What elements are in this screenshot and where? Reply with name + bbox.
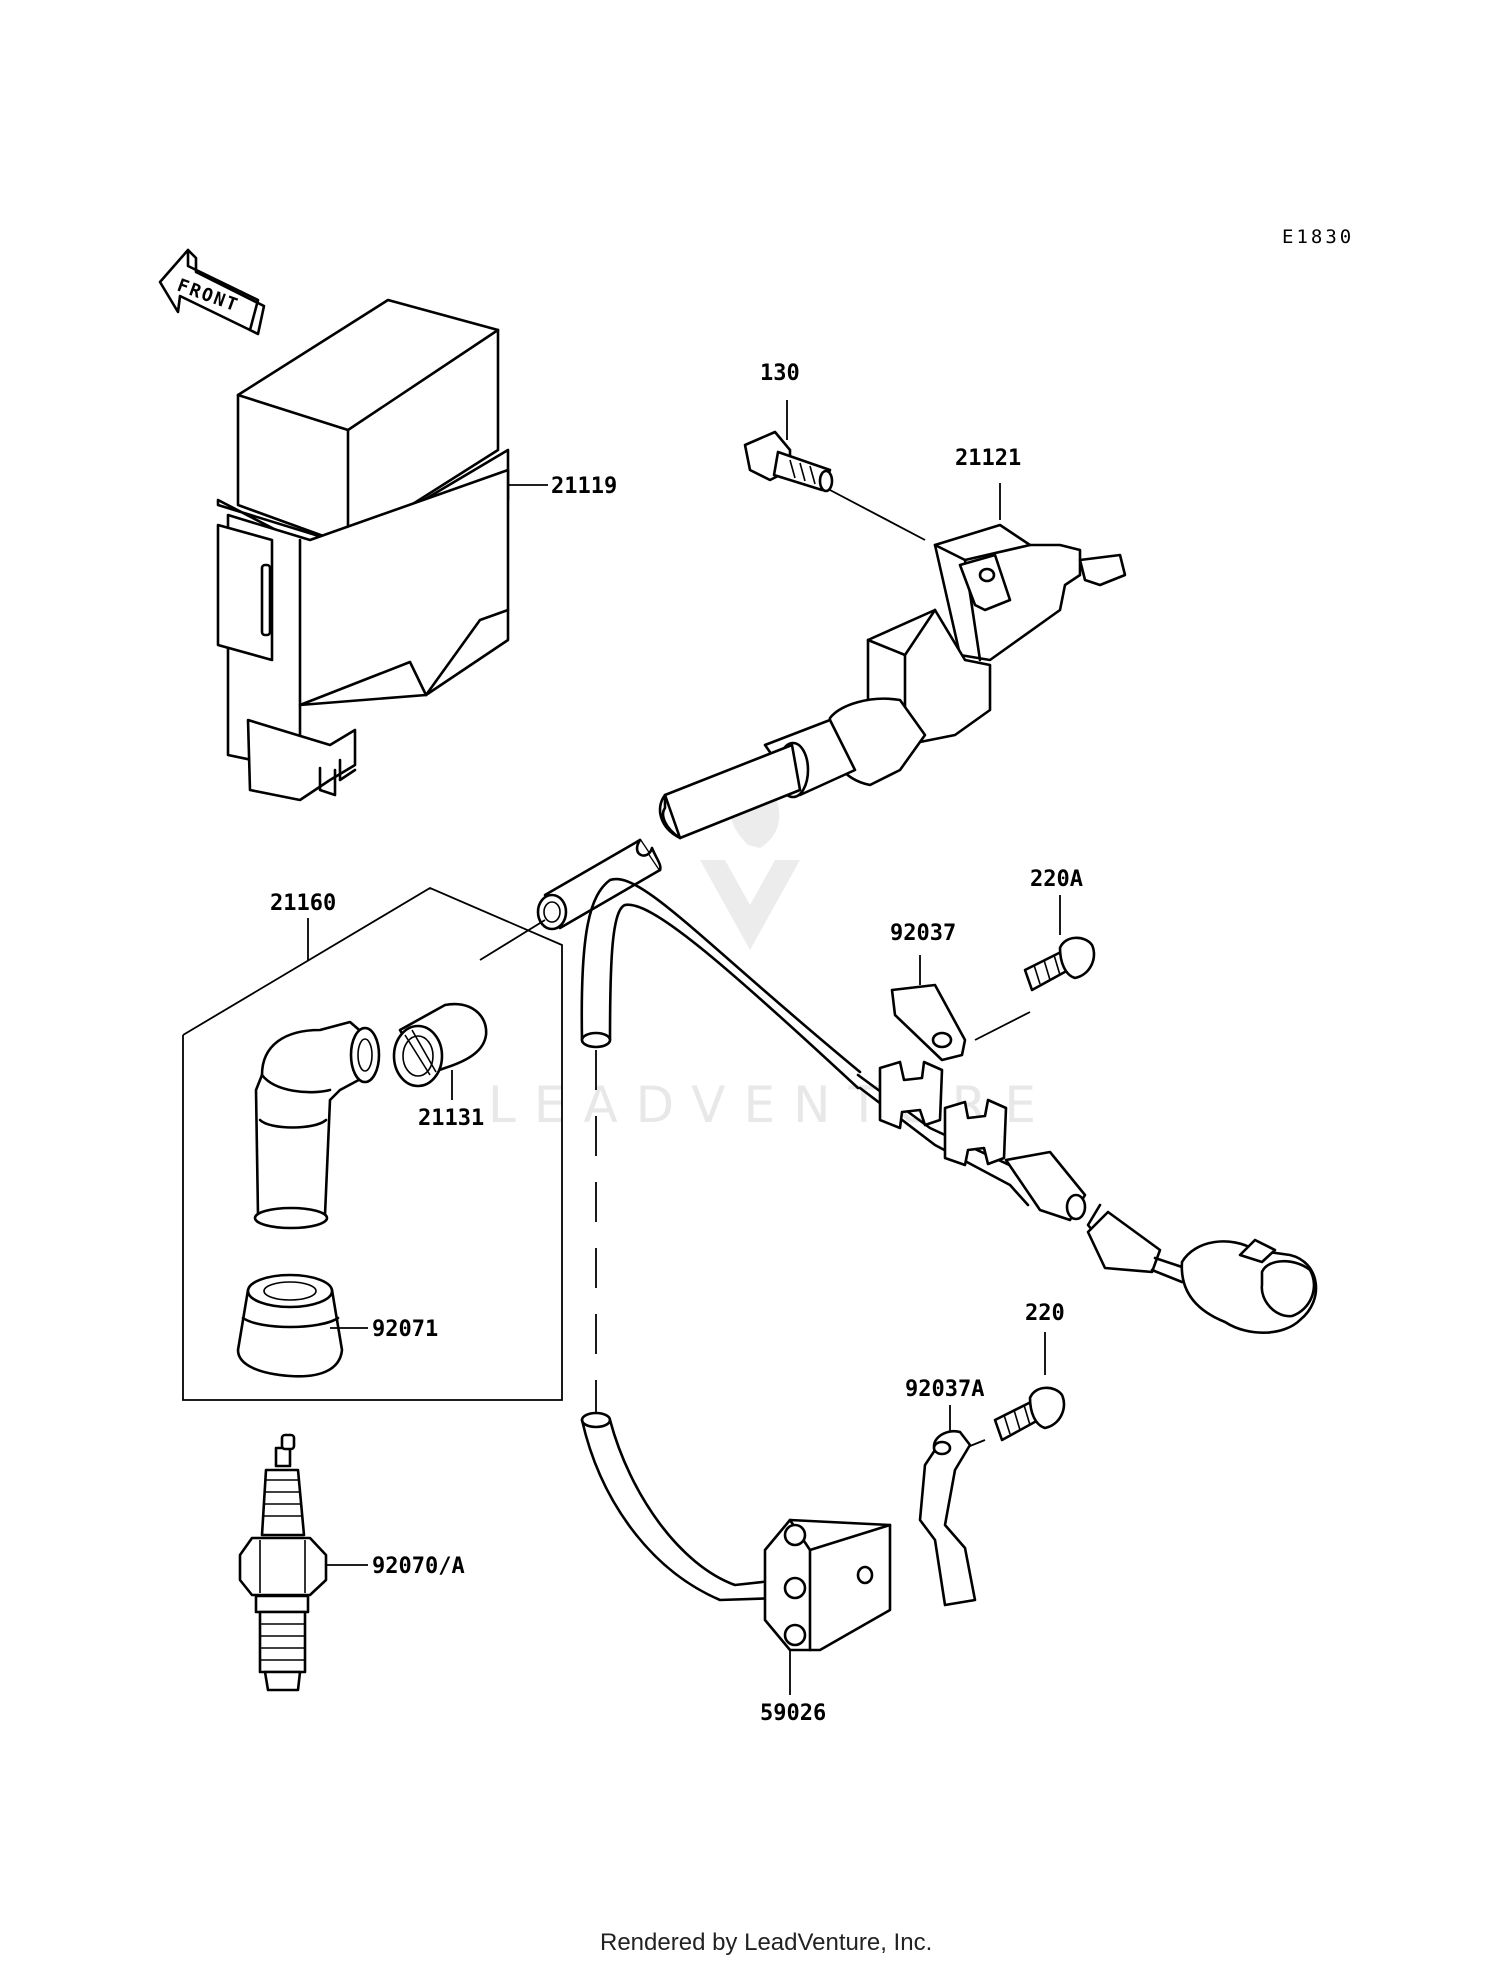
front-arrow-icon: FRONT — [158, 248, 266, 336]
diagram-code: E1830 — [1282, 226, 1354, 248]
pickup-harness-part — [580, 877, 1318, 1334]
cap-seal-part — [392, 1002, 488, 1100]
ignition-coil-part — [658, 483, 1127, 840]
clamp-part — [890, 955, 1031, 1062]
plug-cap-assembly-box — [182, 886, 563, 1401]
plug-cap-part — [253, 1020, 381, 1230]
screw-part — [1023, 895, 1096, 992]
watermark: LEADVENTURE — [488, 770, 1036, 1134]
plug-cap-assembly-part-number: 21160 — [270, 891, 336, 916]
pickup-coil-part — [580, 1411, 892, 1695]
ecu-part — [216, 298, 548, 802]
screw-lower-part-number: 220 — [1025, 1301, 1065, 1326]
cap-cover-part-number: 92071 — [372, 1317, 438, 1342]
ignition-coil-part-number: 21121 — [955, 446, 1021, 471]
bolt-part-number: 130 — [760, 361, 800, 386]
spark-plug-part-number: 92070/A — [372, 1554, 465, 1579]
spark-plug-part — [238, 1433, 368, 1692]
clamp-lower-part — [918, 1405, 986, 1607]
cap-cover-part — [236, 1273, 368, 1378]
clamp-lower-part-number: 92037A — [905, 1377, 984, 1402]
ht-lead-part — [479, 838, 662, 961]
ecu-part-number: 21119 — [551, 474, 617, 499]
screw-lower-part — [993, 1332, 1066, 1442]
screw-part-number: 220A — [1030, 867, 1083, 892]
bolt-part — [743, 400, 926, 541]
pickup-coil-part-number: 59026 — [760, 1701, 826, 1726]
footer-credit: Rendered by LeadVenture, Inc. — [600, 1929, 932, 1956]
clamp-part-number: 92037 — [890, 921, 956, 946]
cap-seal-part-number: 21131 — [418, 1106, 484, 1131]
